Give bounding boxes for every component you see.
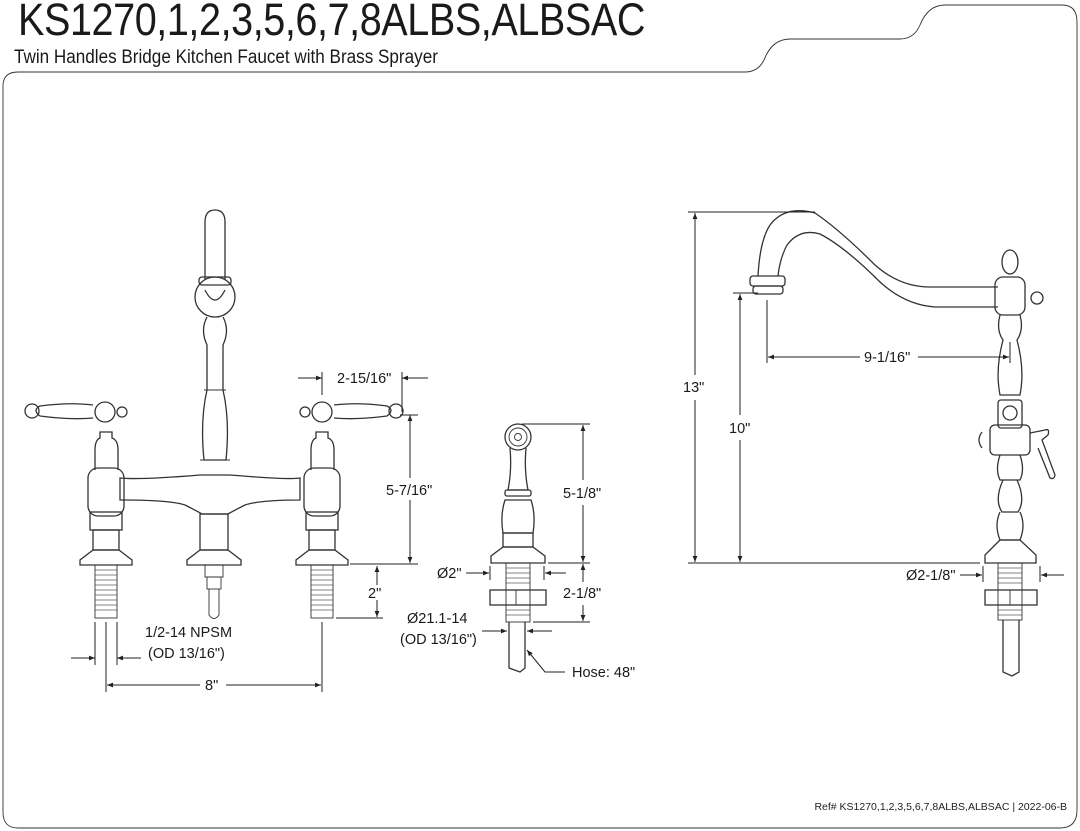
sprayer-thread-spec: Ø21.1-14 bbox=[407, 611, 467, 627]
bridge-faucet-dimensions: 2-15/16" 5-7/16" 2" 1/2-14 NPSM (OD 13/1… bbox=[71, 371, 432, 694]
dim-spout-reach: 9-1/16" bbox=[864, 350, 910, 366]
sprayer-thread-od: (OD 13/16") bbox=[400, 632, 477, 648]
thread-lines-left bbox=[95, 569, 117, 611]
dim-sprayer-height: 5-1/8" bbox=[563, 486, 601, 502]
dim-body-height: 5-7/16" bbox=[386, 483, 432, 499]
side-sprayer bbox=[489, 423, 547, 673]
side-view-dimensions: 13" 10" 9-1/16" Ø2-1/8" bbox=[683, 211, 1064, 584]
bridge-faucet-front-view bbox=[24, 209, 404, 619]
dim-shank-length: 2" bbox=[368, 586, 381, 602]
dim-spout-clearance: 10" bbox=[729, 421, 750, 437]
dim-center-spacing: 8" bbox=[205, 678, 218, 694]
faucet-side-view bbox=[749, 210, 1056, 677]
thread-spec-label: 1/2-14 NPSM bbox=[145, 625, 232, 641]
dim-side-base: Ø2-1/8" bbox=[906, 568, 955, 584]
thread-od-label: (OD 13/16") bbox=[148, 646, 225, 662]
sprayer-dimensions: 5-1/8" 2-1/8" Ø2" Ø21.1-14 (OD 13/16") H… bbox=[400, 423, 635, 681]
dim-handle-reach: 2-15/16" bbox=[337, 371, 391, 387]
page-title: KS1270,1,2,3,5,6,7,8ALBS,ALBSAC bbox=[18, 0, 645, 45]
hose-length-label: Hose: 48" bbox=[572, 665, 635, 681]
dim-sprayer-base: Ø2" bbox=[437, 566, 462, 582]
dim-sprayer-shank: 2-1/8" bbox=[563, 586, 601, 602]
footer-reference: Ref# KS1270,1,2,3,5,6,7,8ALBS,ALBSAC | 2… bbox=[814, 801, 1067, 813]
page-subtitle: Twin Handles Bridge Kitchen Faucet with … bbox=[14, 47, 438, 68]
dim-total-height: 13" bbox=[683, 380, 704, 396]
sheet-border bbox=[2, 4, 1078, 829]
